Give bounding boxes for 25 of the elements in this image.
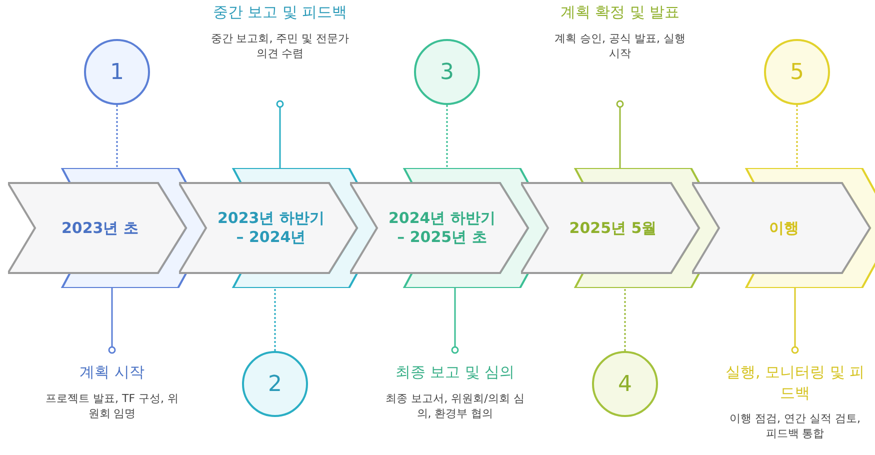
step-description: 중간 보고회, 주민 및 전문가 의견 수렴 — [210, 30, 350, 61]
leader-line — [451, 288, 459, 354]
step-description: 이행 점검, 연간 실적 검토, 피드백 통합 — [728, 411, 862, 442]
step-title: 최종 보고 및 심의 — [395, 362, 515, 383]
period-label: 2024년 하반기 – 2025년 초 — [388, 209, 496, 247]
period-label: 2023년 초 — [60, 218, 140, 238]
leader-line — [791, 288, 799, 354]
leader-line — [624, 288, 626, 351]
leader-line — [108, 288, 116, 354]
step-title: 계획 확정 및 발표 — [560, 2, 680, 23]
step-description: 최종 보고서, 위원회/의회 심의, 환경부 협의 — [385, 390, 525, 421]
leader-line — [274, 288, 276, 351]
leader-line — [616, 100, 624, 168]
period-label: 이행 — [768, 218, 800, 238]
step-description: 프로젝트 발표, TF 구성, 위원회 임명 — [44, 390, 180, 421]
step-title: 실행, 모니터링 및 피드백 — [724, 362, 866, 404]
period-label: 2025년 5월 — [568, 218, 658, 238]
leader-line — [796, 105, 798, 168]
step-title: 계획 시작 — [80, 362, 144, 383]
period-label: 2023년 하반기 – 2024년 — [216, 209, 326, 247]
leader-line — [116, 105, 118, 168]
step-description: 계획 승인, 공식 발표, 실행 시작 — [554, 30, 686, 61]
leader-line — [276, 100, 284, 168]
step-title: 중간 보고 및 피드백 — [212, 2, 348, 23]
leader-line — [446, 105, 448, 168]
